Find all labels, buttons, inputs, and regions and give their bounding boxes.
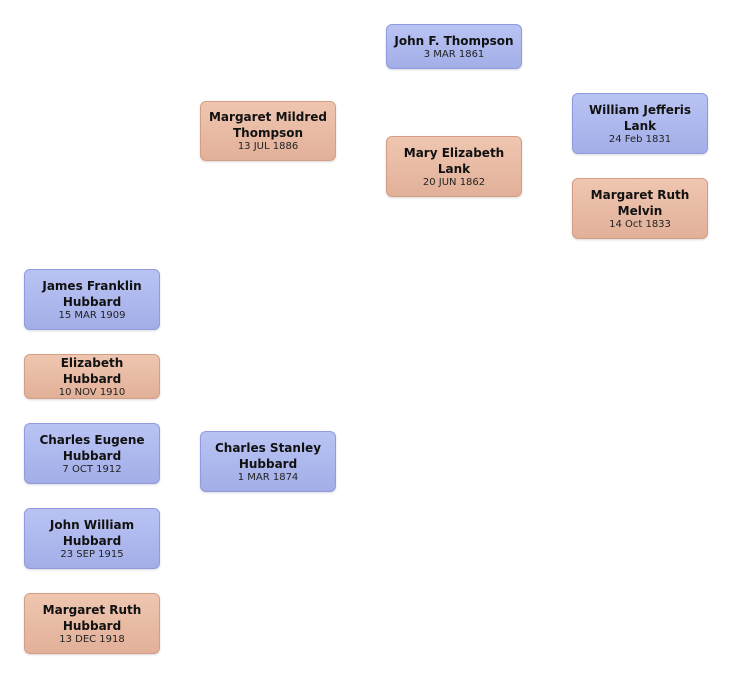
person-card-william-lank[interactable]: William Jefferis Lank 24 Feb 1831 xyxy=(572,93,708,154)
person-name: Charles Stanley Hubbard xyxy=(214,440,322,471)
person-name: John F. Thompson xyxy=(394,33,514,48)
person-date: 3 MAR 1861 xyxy=(423,48,485,60)
person-date: 13 DEC 1918 xyxy=(59,633,125,645)
person-date: 24 Feb 1831 xyxy=(608,133,672,145)
person-name: Mary Elizabeth Lank xyxy=(403,145,505,176)
person-card-margaret-ruth-hubbard[interactable]: Margaret Ruth Hubbard 13 DEC 1918 xyxy=(24,593,160,654)
person-date: 23 SEP 1915 xyxy=(60,548,124,560)
person-card-charles-stanley-hubbard[interactable]: Charles Stanley Hubbard 1 MAR 1874 xyxy=(200,431,336,492)
person-name: Margaret Mildred Thompson xyxy=(208,110,328,140)
person-name: Margaret Ruth Melvin xyxy=(590,187,690,218)
person-name: Charles Eugene Hubbard xyxy=(39,432,145,463)
person-name: Elizabeth Hubbard xyxy=(60,355,124,386)
person-card-margaret-mildred-thompson[interactable]: Margaret Mildred Thompson 13 JUL 1886 xyxy=(200,101,336,161)
person-date: 15 MAR 1909 xyxy=(58,309,126,321)
person-date: 10 NOV 1910 xyxy=(58,386,126,398)
person-card-mary-lank[interactable]: Mary Elizabeth Lank 20 JUN 1862 xyxy=(386,136,522,197)
person-card-john-william-hubbard[interactable]: John William Hubbard 23 SEP 1915 xyxy=(24,508,160,569)
person-name: William Jefferis Lank xyxy=(588,102,692,133)
person-date: 14 Oct 1833 xyxy=(609,218,671,230)
person-card-james-hubbard[interactable]: James Franklin Hubbard 15 MAR 1909 xyxy=(24,269,160,330)
person-card-john-thompson[interactable]: John F. Thompson 3 MAR 1861 xyxy=(386,24,522,69)
person-date: 7 OCT 1912 xyxy=(62,463,122,475)
person-date: 20 JUN 1862 xyxy=(422,176,486,188)
person-date: 1 MAR 1874 xyxy=(237,471,299,483)
person-name: James Franklin Hubbard xyxy=(42,278,142,309)
person-card-margaret-melvin[interactable]: Margaret Ruth Melvin 14 Oct 1833 xyxy=(572,178,708,239)
person-date: 13 JUL 1886 xyxy=(237,141,299,152)
person-name: Margaret Ruth Hubbard xyxy=(42,602,142,633)
person-card-elizabeth-hubbard[interactable]: Elizabeth Hubbard 10 NOV 1910 xyxy=(24,354,160,399)
person-name: John William Hubbard xyxy=(49,517,135,548)
person-card-charles-eugene-hubbard[interactable]: Charles Eugene Hubbard 7 OCT 1912 xyxy=(24,423,160,484)
